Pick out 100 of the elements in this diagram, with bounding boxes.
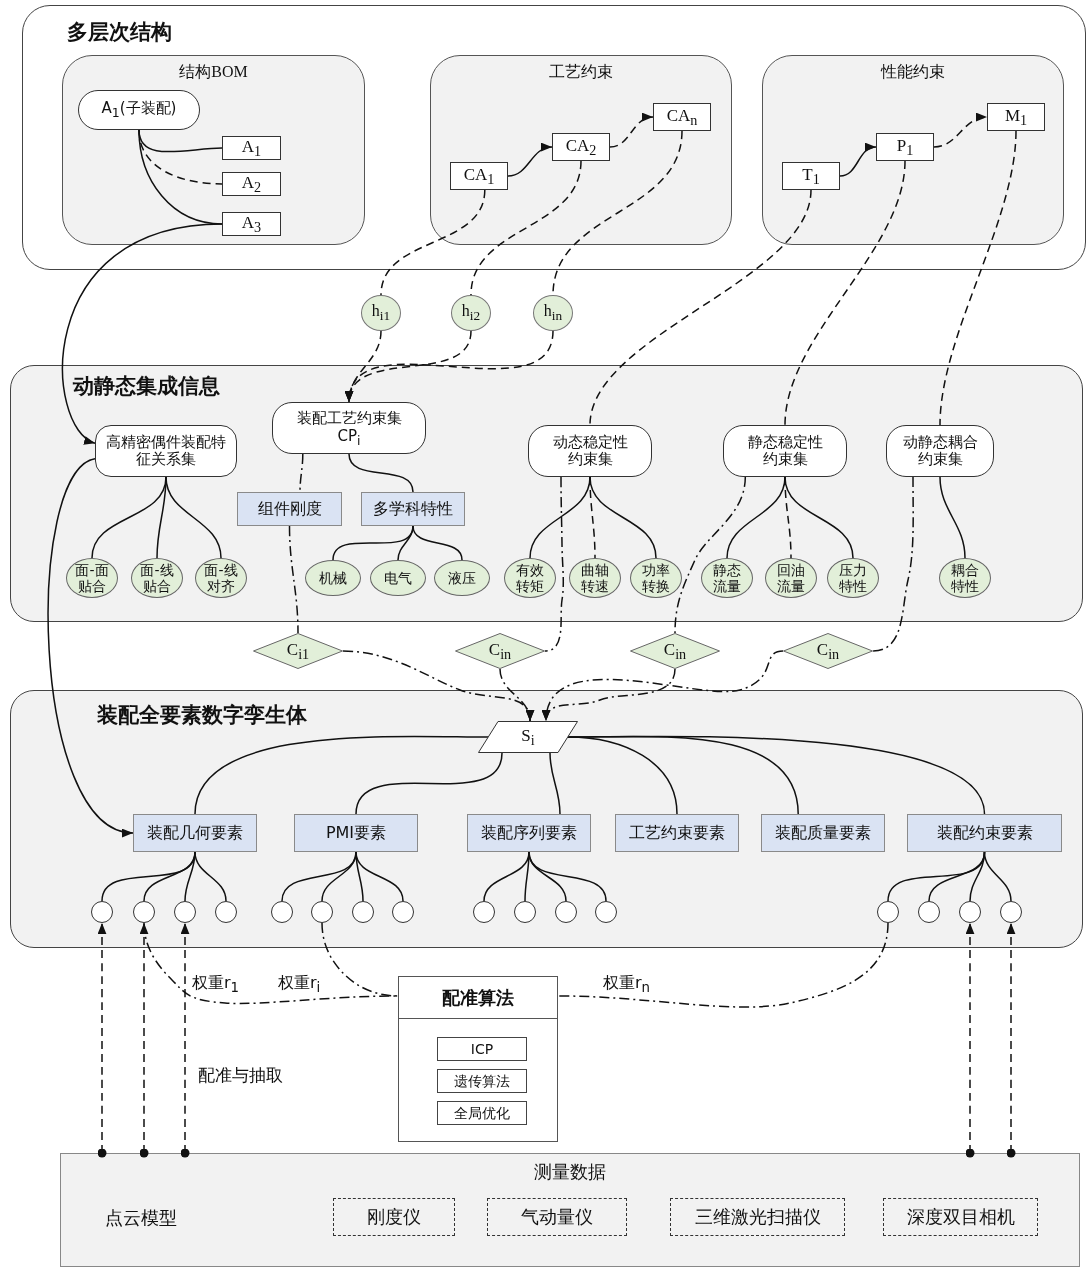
- box-label: 装配工艺约束集: [296, 408, 402, 427]
- diamond-node: C$_{in}$: [630, 633, 720, 669]
- connector-line: [784, 476, 854, 559]
- connector-line: [397, 525, 414, 561]
- rounded-box: [272, 402, 426, 454]
- ellipse-node: h$_{i1}$: [361, 295, 401, 331]
- symbol-box: A$_{1}$: [222, 136, 281, 160]
- symbol-box: A$_{2}$: [222, 172, 281, 196]
- circle-node: [555, 901, 577, 923]
- circle-node: [133, 901, 155, 923]
- method-box: ICP: [437, 1037, 527, 1061]
- circle-node: [918, 901, 940, 923]
- arrow: [499, 668, 534, 722]
- section-title: 装配全要素数字孪生体: [97, 702, 307, 729]
- group-title: 工艺约束: [548, 62, 614, 82]
- circle-node: [91, 901, 113, 923]
- arrow: [839, 144, 877, 177]
- arrow: [97, 922, 107, 1158]
- diamond-node: C$_{in}$: [783, 633, 873, 669]
- circle-node: [392, 901, 414, 923]
- connector-line: [470, 160, 582, 296]
- ellipse-node: 耦合特性: [939, 558, 991, 598]
- rounded-box: 高精密偶件装配特征关系集: [95, 425, 237, 477]
- connector-line: [589, 189, 812, 426]
- circle-node: [271, 901, 293, 923]
- connector-line: [544, 476, 565, 652]
- connector-line: [194, 735, 489, 815]
- ellipse-node: 电气: [370, 560, 426, 596]
- connector-line: [321, 922, 399, 997]
- connector-line: [348, 453, 414, 493]
- circle-node: [959, 901, 981, 923]
- group-panel: [62, 55, 365, 245]
- circle-node: [311, 901, 333, 923]
- symbol-box: T$_{1}$: [782, 162, 840, 190]
- arrow: [609, 113, 654, 148]
- instrument-box: 刚度仪: [333, 1198, 455, 1236]
- section-panel: [22, 5, 1086, 270]
- method-box: 全局优化: [437, 1101, 527, 1125]
- element-box: 装配几何要素: [133, 814, 257, 852]
- data-panel: [60, 1153, 1080, 1267]
- arrow: [345, 330, 382, 403]
- connector-line: [983, 851, 1012, 902]
- connector-line: [288, 525, 299, 634]
- circle-node: [514, 901, 536, 923]
- circle-node: [174, 901, 196, 923]
- symbol-box: CA$_{2}$: [552, 133, 610, 161]
- connector-line: [355, 752, 503, 815]
- panel-title: 配准算法: [399, 977, 557, 1019]
- ellipse-node: h$_{in}$: [533, 295, 573, 331]
- symbol-box: A$_{3}$: [222, 212, 281, 236]
- diamond-node: C$_{i1}$: [253, 633, 343, 669]
- element-box: 多学科特性: [361, 492, 465, 526]
- ellipse-node: 有效转矩: [504, 558, 556, 598]
- arrow: [1006, 922, 1016, 1158]
- ellipse-node: 机械: [305, 560, 361, 596]
- connector-line: [939, 476, 966, 559]
- arrow: [965, 922, 975, 1158]
- ellipse-node: 静态流量: [701, 558, 753, 598]
- ellipse-node: 功率转换: [630, 558, 682, 598]
- connector-line: [355, 851, 404, 902]
- circle-node: [1000, 901, 1022, 923]
- element-box: 组件刚度: [237, 492, 342, 526]
- model-label: 点云模型: [105, 1206, 177, 1230]
- ellipse-node: 压力特性: [827, 558, 879, 598]
- arrow: [347, 330, 554, 403]
- group-title: 性能约束: [879, 62, 946, 82]
- rounded-box: 动态稳定性约束集: [528, 425, 652, 477]
- arrow: [507, 143, 553, 177]
- ellipse-node: 液压: [434, 560, 490, 596]
- connector-line: [567, 735, 986, 815]
- circle-node: [877, 901, 899, 923]
- arrow: [62, 223, 223, 444]
- element-box: 装配约束要素: [907, 814, 1062, 852]
- group-panel: [762, 55, 1064, 245]
- circle-node: [473, 901, 495, 923]
- connector-line: [355, 851, 364, 902]
- connector-line: [194, 851, 227, 902]
- connector-line: [674, 476, 747, 634]
- section-panel: [10, 690, 1083, 948]
- rounded-box: 静态稳定性约束集: [723, 425, 847, 477]
- circle-node: [215, 901, 237, 923]
- element-box: 装配质量要素: [761, 814, 885, 852]
- ellipse-node: 曲轴转速: [569, 558, 621, 598]
- box-label: CP$_{i}$: [337, 426, 361, 448]
- arrow: [933, 113, 988, 148]
- connector-line: [412, 525, 463, 561]
- connector-line: [784, 160, 906, 426]
- ellipse-node: 面-线贴合: [131, 558, 183, 598]
- symbol-box: CA$_{n}$: [653, 103, 711, 131]
- connector-line: [939, 130, 1017, 426]
- ellipse-node: 面-面贴合: [66, 558, 118, 598]
- section-title: 多层次结构: [67, 19, 172, 46]
- connector-line: [380, 189, 486, 296]
- algorithm-panel: [398, 976, 558, 1142]
- section-title: 动静态集成信息: [73, 373, 220, 400]
- ellipse-node: 回油流量: [765, 558, 817, 598]
- parallelogram-node: S$_{i}$: [478, 721, 578, 753]
- instrument-box: 气动量仪: [487, 1198, 627, 1236]
- circle-node: [352, 901, 374, 923]
- symbol-box: M$_{1}$: [987, 103, 1045, 131]
